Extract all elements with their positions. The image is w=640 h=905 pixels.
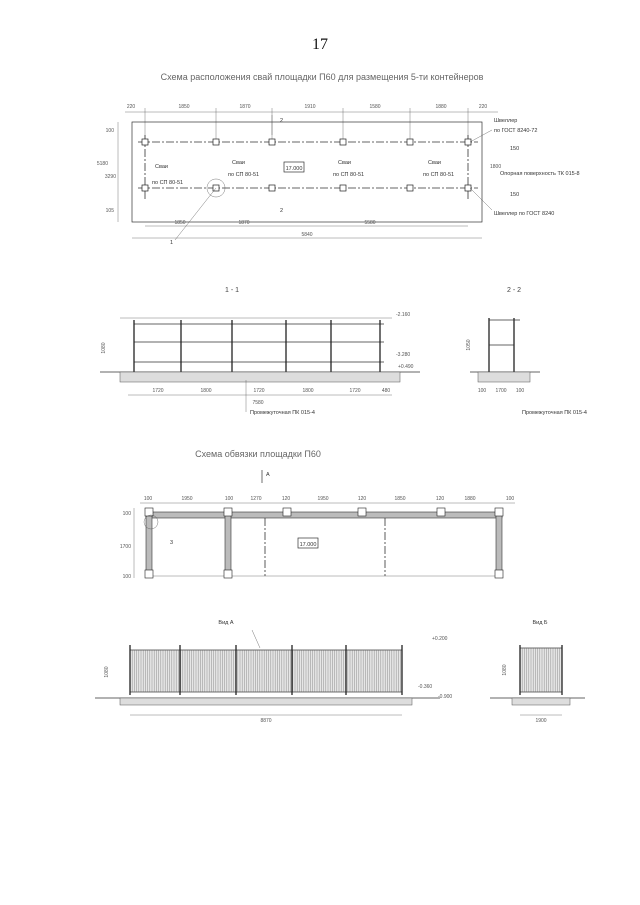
- dim-label: 1880: [435, 104, 446, 110]
- s11-dim: 1800: [302, 388, 313, 394]
- pile-label-sub: по СП 80-51: [333, 172, 364, 178]
- fence-dim: 1270: [250, 496, 261, 502]
- pile-label: Сваи: [428, 160, 441, 166]
- right-label: Швеллер по ГОСТ 8240: [494, 211, 554, 217]
- platform-outline: [131, 121, 483, 223]
- fence-dim: 1950: [181, 496, 192, 502]
- left-dim: 100: [106, 128, 115, 134]
- dim-label: 220: [127, 104, 136, 110]
- s11-mark: +0.490: [398, 364, 414, 370]
- bottom-dim: 5580: [364, 220, 375, 226]
- pile-label: Сваи: [155, 164, 168, 170]
- view-a-mark: -0.360: [418, 684, 432, 690]
- fence-dim: 100: [506, 496, 515, 502]
- left-dim: 3290: [105, 174, 116, 180]
- right-label: Опорная поверхность ТК 015-8: [500, 171, 580, 177]
- view-a-mark: +0.200: [432, 636, 448, 642]
- view-a-fence: [129, 649, 403, 693]
- view-a-mark: -0.900: [438, 694, 452, 700]
- right-label: 150: [510, 146, 519, 152]
- view-a-width: 8870: [260, 718, 271, 724]
- fence-dim: 1880: [464, 496, 475, 502]
- fence-dim: 1850: [394, 496, 405, 502]
- s11-dim: 480: [382, 388, 391, 394]
- plan-top-dims: 220 1850 1870 1910 1580 1880 220: [127, 104, 488, 110]
- fence-dim: 1950: [317, 496, 328, 502]
- s11-total: 7580: [252, 400, 263, 406]
- section-22-title: 2 - 2: [507, 287, 521, 294]
- view-b-fence: [519, 647, 563, 693]
- s11-dim: 1720: [152, 388, 163, 394]
- fence-left-dim: 1700: [120, 544, 131, 550]
- fence-dim: 100: [144, 496, 153, 502]
- dim-label: 220: [479, 104, 488, 110]
- s22-dim: 100: [516, 388, 525, 394]
- marker-label: 1: [170, 240, 173, 246]
- fence-dim: 100: [225, 496, 234, 502]
- plan-piles: [141, 138, 472, 192]
- fence-dim: 120: [436, 496, 445, 502]
- s22-dim: 100: [478, 388, 487, 394]
- s11-dim: 1720: [349, 388, 360, 394]
- pile-label-sub: по СП 80-51: [423, 172, 454, 178]
- view-a-title: Вид А: [218, 620, 233, 626]
- s22-footnote: Промежуточная ПК 015-4: [522, 410, 587, 416]
- marker-label: 2: [280, 118, 283, 124]
- fence-dim: 120: [358, 496, 367, 502]
- bottom-dim: 1870: [238, 220, 249, 226]
- s11-mark: -3.280: [396, 352, 410, 358]
- right-dim: 1800: [490, 164, 501, 170]
- fence-plan-title: Схема обвязки площадки П60: [195, 449, 321, 459]
- pile-label-sub: по СП 80-51: [228, 172, 259, 178]
- view-marker: А: [266, 472, 270, 478]
- fence-marker: 3: [170, 540, 173, 546]
- view-b-height: 1080: [502, 664, 508, 675]
- bottom-dim: 1850: [174, 220, 185, 226]
- plan-title: Схема расположения свай площадки П60 для…: [161, 72, 484, 82]
- s11-footnote: Промежуточная ПК 015-4: [250, 410, 315, 416]
- s11-dim: 1720: [253, 388, 264, 394]
- pile-label: Сваи: [232, 160, 245, 166]
- dim-label: 1910: [304, 104, 315, 110]
- fence-left-dim: 100: [123, 511, 132, 517]
- right-label: Швеллер: [494, 118, 517, 124]
- pile-label: Сваи: [338, 160, 351, 166]
- s22-height: 1050: [466, 339, 472, 350]
- pile-label-sub: по СП 80-51: [152, 180, 183, 186]
- s11-dim: 1800: [200, 388, 211, 394]
- total-dim: 5840: [301, 232, 312, 238]
- dim-label: 1850: [178, 104, 189, 110]
- fence-center: 17.000: [300, 542, 317, 548]
- view-b-width: 1900: [535, 718, 546, 724]
- dim-label: 1870: [239, 104, 250, 110]
- section-11-title: 1 - 1: [225, 287, 239, 294]
- view-a-height: 1080: [104, 666, 110, 677]
- right-label-sub: по ГОСТ 8240-72: [494, 128, 537, 134]
- s11-height: 1080: [101, 342, 107, 353]
- dim-label: 1580: [369, 104, 380, 110]
- fence-left-dim: 100: [123, 574, 132, 580]
- view-b-title: Вид Б: [532, 620, 547, 626]
- s22-dim: 1700: [495, 388, 506, 394]
- s11-mark: -2.160: [396, 312, 410, 318]
- right-label: 150: [510, 192, 519, 198]
- left-dim: 105: [106, 208, 115, 214]
- fence-dim: 120: [282, 496, 291, 502]
- cl-label: 17.000: [286, 166, 303, 172]
- page-number: 17: [312, 36, 328, 53]
- marker-label: 2: [280, 208, 283, 214]
- left-dim: 5180: [97, 161, 108, 167]
